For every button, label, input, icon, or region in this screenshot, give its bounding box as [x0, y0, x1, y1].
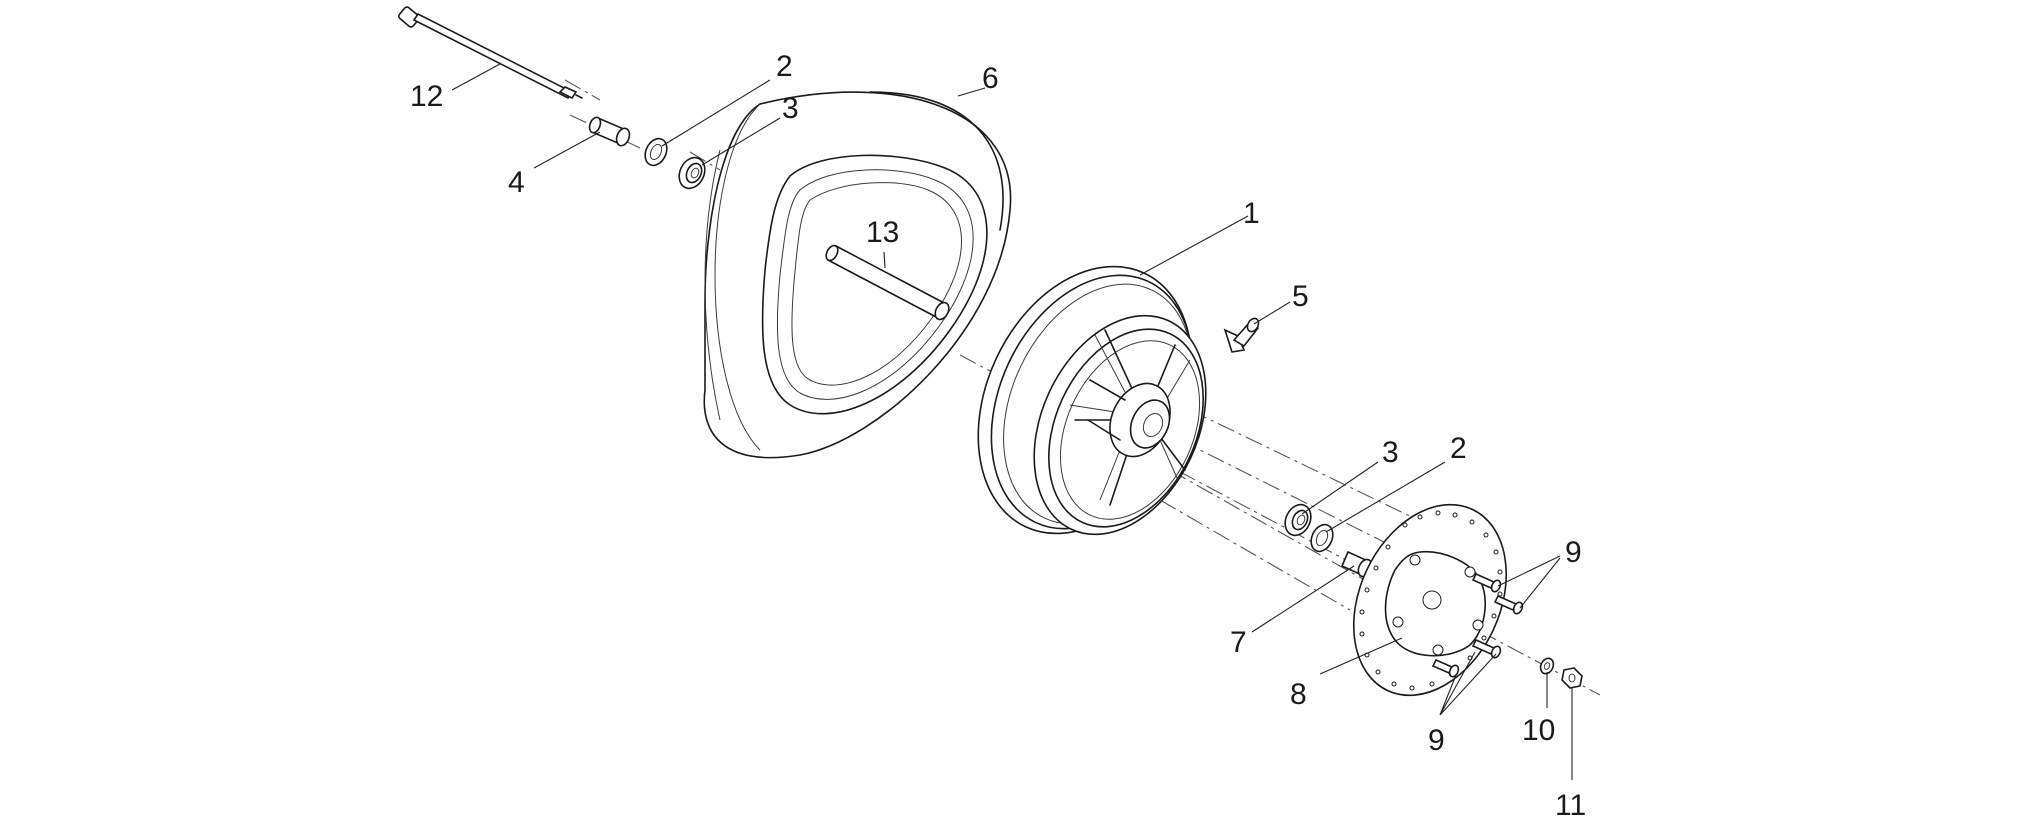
bearing-part-lower — [1284, 503, 1312, 537]
callout-9-lower: 9 — [1428, 724, 1445, 757]
washer-part — [1539, 657, 1555, 675]
seal-part-upper — [644, 137, 668, 167]
nut-part — [1561, 667, 1583, 689]
bearing-part-upper — [678, 156, 706, 190]
callout-4: 4 — [508, 166, 525, 199]
callout-1: 1 — [1243, 197, 1260, 230]
callout-2-lower: 2 — [1450, 432, 1467, 465]
callout-10: 10 — [1522, 714, 1555, 747]
callout-2-upper: 2 — [776, 50, 793, 83]
spacer-part-lower — [1340, 550, 1373, 578]
callout-3-upper: 3 — [782, 92, 799, 125]
rim-part — [977, 265, 1207, 536]
leader-lines — [451, 63, 1573, 780]
brake-disc-part — [1352, 503, 1508, 697]
callout-7: 7 — [1230, 626, 1247, 659]
callout-5: 5 — [1292, 280, 1309, 313]
spacer-part — [588, 116, 631, 147]
disc-bolts — [1431, 572, 1524, 678]
disc-vent-holes — [1359, 510, 1503, 691]
callout-labels: 1 2 2 3 3 4 5 6 7 8 9 9 10 11 12 13 — [410, 50, 1586, 821]
valve-part — [1223, 317, 1260, 353]
callout-12: 12 — [410, 80, 443, 113]
callout-8: 8 — [1290, 678, 1307, 711]
valve-rod-part — [825, 244, 950, 321]
callout-6: 6 — [982, 62, 999, 95]
callout-11: 11 — [1555, 789, 1586, 821]
axle-part — [398, 6, 583, 100]
callout-3-lower: 3 — [1382, 436, 1399, 469]
callout-9-upper: 9 — [1565, 536, 1582, 569]
callout-13: 13 — [866, 216, 899, 249]
